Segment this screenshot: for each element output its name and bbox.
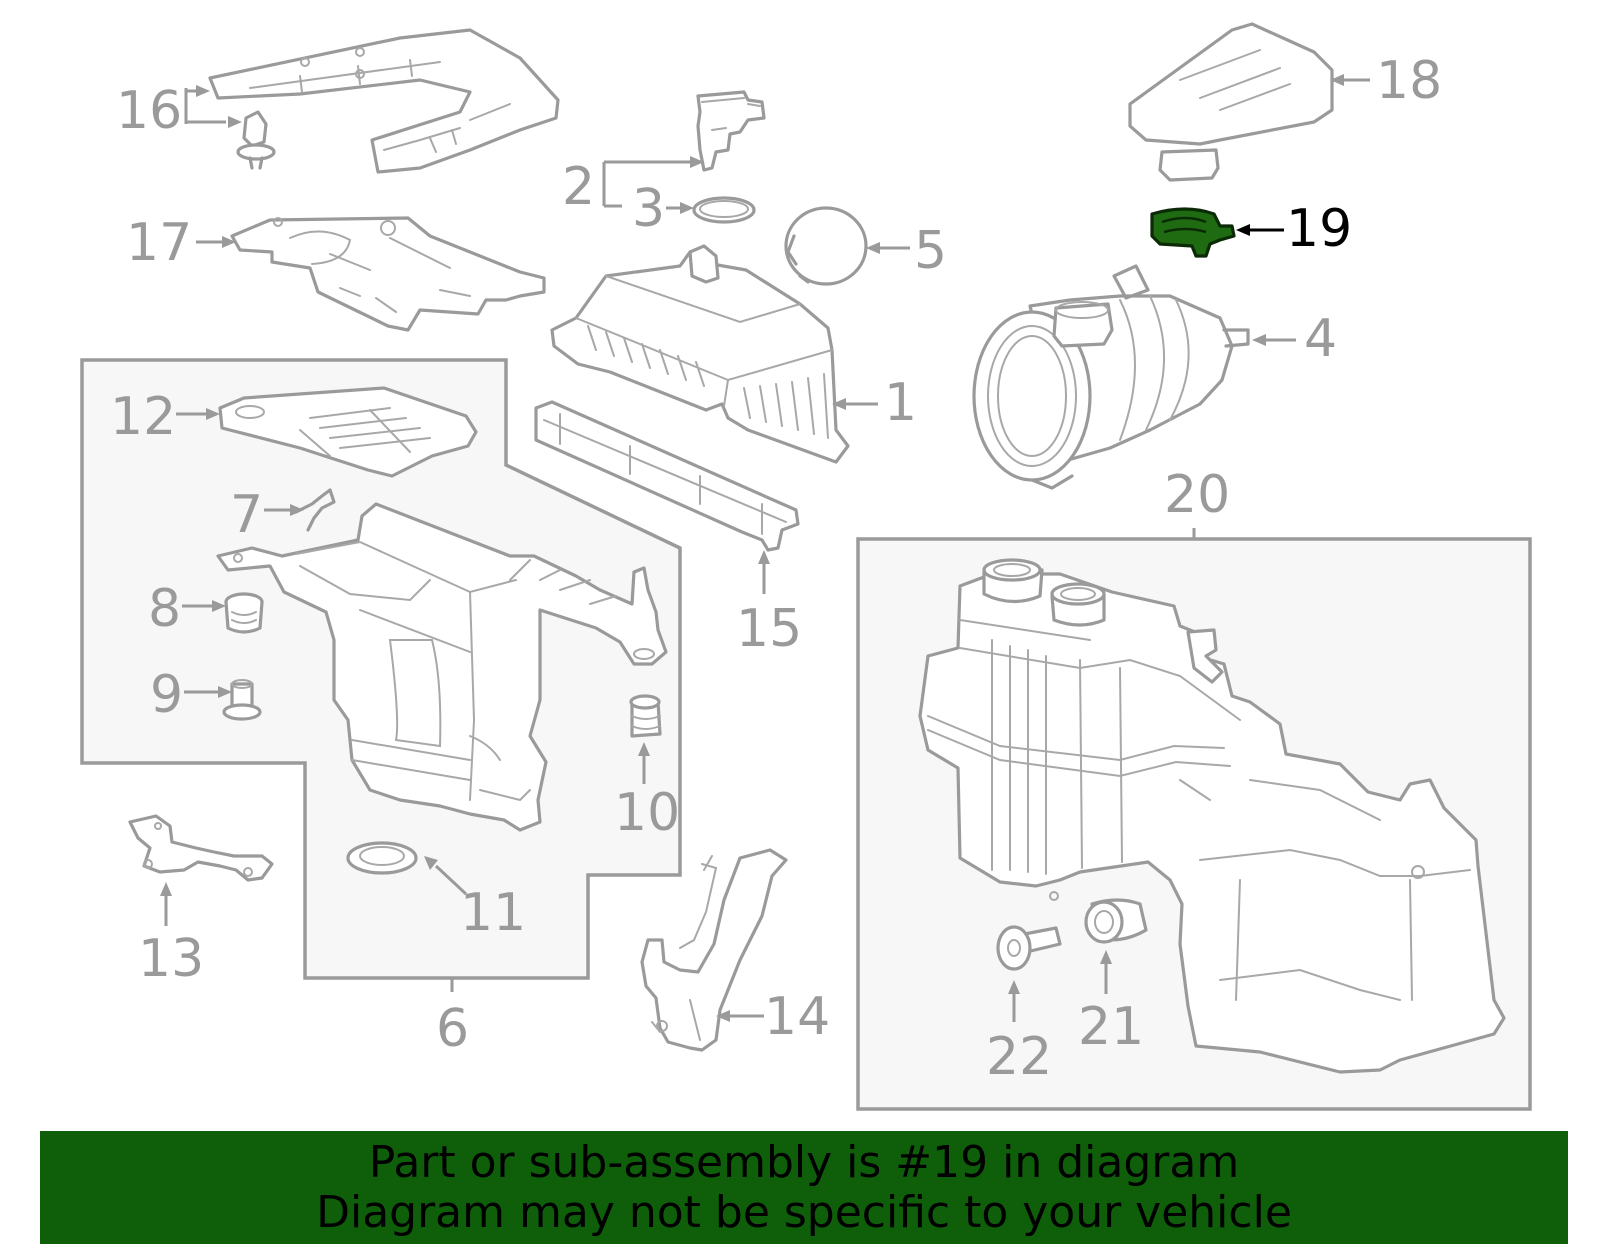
part-21-grommet[interactable] (1084, 898, 1148, 944)
part-1-air-cleaner-cover[interactable] (550, 244, 850, 464)
callout-16: 16 (116, 81, 182, 141)
part-4-intake-tube[interactable] (972, 264, 1250, 490)
part-19-clamp-highlighted[interactable] (1150, 207, 1236, 258)
part-17-lower-cover[interactable] (230, 216, 546, 332)
part-22-pin[interactable] (996, 925, 1062, 971)
part-10-mount[interactable] (629, 694, 662, 738)
part-16-clip[interactable] (236, 110, 276, 170)
callout-17: 17 (126, 213, 192, 273)
part-11-grommet-ring[interactable] (346, 841, 418, 875)
callout-14: 14 (764, 987, 830, 1047)
callout-13: 13 (138, 929, 204, 989)
callout-5: 5 (914, 221, 947, 281)
callout-12: 12 (110, 387, 176, 447)
callout-15: 15 (736, 599, 802, 659)
part-7-clip[interactable] (294, 488, 336, 532)
callout-22: 22 (986, 1027, 1052, 1087)
info-banner: Part or sub-assembly is #19 in diagram D… (40, 1131, 1568, 1244)
part-8-grommet[interactable] (224, 592, 264, 634)
banner-line-disclaimer: Diagram may not be specific to your vehi… (316, 1186, 1292, 1238)
part-13-bracket[interactable] (128, 814, 274, 882)
part-5-gasket[interactable] (784, 206, 868, 286)
callout-7: 7 (230, 485, 263, 545)
part-18-air-duct[interactable] (1128, 22, 1334, 182)
part-6-air-cleaner-case[interactable] (216, 502, 668, 832)
banner-line-part-number: Part or sub-assembly is #19 in diagram (368, 1136, 1240, 1188)
part-14-bracket[interactable] (640, 848, 788, 1052)
part-9-pin[interactable] (222, 679, 262, 721)
part-2-sensor[interactable] (696, 90, 766, 172)
callout-6: 6 (436, 999, 469, 1059)
callout-8: 8 (148, 579, 181, 639)
callout-9: 9 (150, 665, 183, 725)
callout-20: 20 (1164, 465, 1230, 525)
part-12-inlet-grille[interactable] (218, 386, 478, 478)
callout-1: 1 (884, 373, 917, 433)
callout-18: 18 (1376, 51, 1442, 111)
callout-4: 4 (1304, 309, 1337, 369)
part-15-air-filter[interactable] (534, 400, 800, 552)
callout-19: 19 (1286, 199, 1352, 259)
part-3-o-ring[interactable] (692, 196, 756, 224)
callout-10: 10 (614, 783, 680, 843)
callout-21: 21 (1078, 997, 1144, 1057)
callout-2: 2 (562, 157, 595, 217)
callout-3: 3 (632, 179, 665, 239)
part-16-intake-cover[interactable] (208, 28, 560, 174)
part-20-air-cleaner-lower[interactable] (918, 558, 1506, 1074)
callout-11: 11 (460, 883, 526, 943)
